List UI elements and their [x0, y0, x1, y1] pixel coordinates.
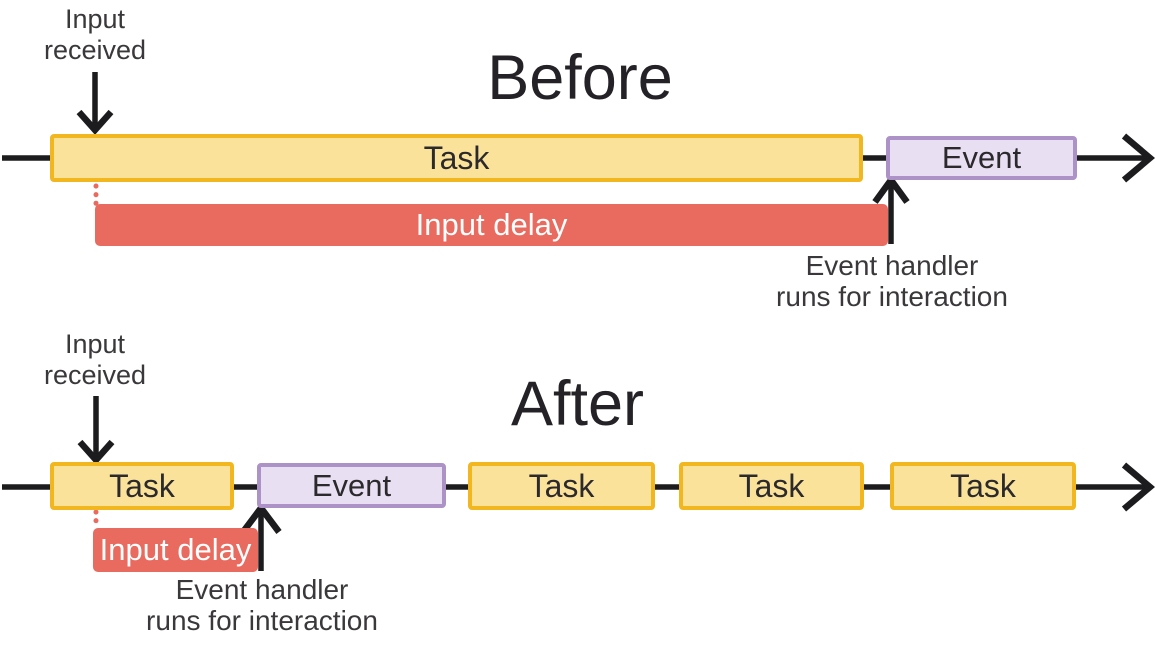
after-task-label-3: Task — [738, 467, 805, 504]
before-task-label: Task — [423, 139, 490, 176]
before-input-delay-label: Input delay — [415, 207, 568, 242]
after-task-label-2: Task — [528, 467, 595, 504]
before-title: Before — [487, 43, 673, 113]
after-event-handler-caption-line2: runs for interaction — [146, 605, 378, 636]
before-event-handler-caption: Event handler runs for interaction — [742, 250, 1042, 312]
after-task-bar-2: Task — [468, 462, 655, 510]
after-event-label: Event — [311, 467, 392, 503]
before-event-handler-caption-line1: Event handler — [805, 250, 979, 281]
before-event-handler-caption-line2: runs for interaction — [776, 281, 1008, 312]
before-event-box: Event — [886, 136, 1077, 180]
before-handler-arrow-up-icon — [872, 174, 910, 204]
after-task-bar-1: Task — [50, 462, 234, 510]
before-input-received-label: Input received — [43, 4, 147, 65]
after-task-bar-3: Task — [679, 462, 864, 510]
after-title: After — [510, 369, 645, 439]
before-timeline-arrowhead-icon — [1121, 133, 1155, 183]
before-event-label: Event — [941, 140, 1022, 175]
after-handler-arrow-up-icon — [240, 502, 282, 534]
before-task-bar: Task — [50, 134, 863, 182]
after-input-arrow-down-icon — [77, 439, 115, 465]
after-task-bar-4: Task — [890, 462, 1076, 510]
after-task-label-4: Task — [950, 467, 1016, 504]
after-event-handler-caption: Event handler runs for interaction — [112, 574, 412, 636]
before-input-delay-bar: Input delay — [95, 204, 888, 246]
after-input-received-label: Input received — [43, 329, 147, 390]
after-input-delay-label: Input delay — [99, 532, 252, 567]
after-event-handler-caption-line1: Event handler — [175, 574, 349, 605]
after-event-box: Event — [257, 463, 446, 508]
after-input-delay-bar: Input delay — [93, 528, 258, 572]
after-task-label-1: Task — [109, 467, 175, 504]
after-timeline-arrowhead-icon — [1121, 462, 1155, 512]
before-input-arrow-down-icon — [76, 109, 114, 135]
